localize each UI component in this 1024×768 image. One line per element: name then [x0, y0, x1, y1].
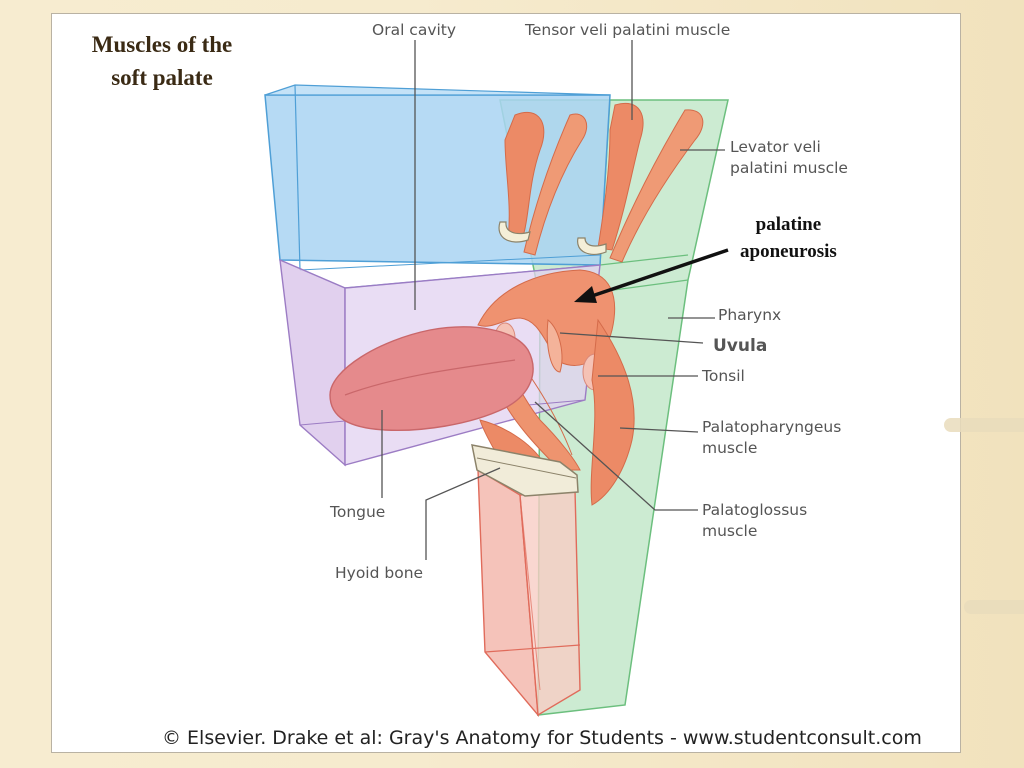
leader-lines [381, 40, 725, 560]
aponeurosis-arrow [574, 286, 597, 303]
label-oral-cavity: Oral cavity [372, 21, 457, 39]
palatopharyngeus-muscle [590, 318, 635, 506]
title-line-1: Muscles of the [91, 32, 233, 57]
uvula [546, 319, 563, 373]
slide-title: Muscles of the soft palate [62, 28, 262, 95]
label-palatopharyngeus-line2: muscle [702, 438, 758, 457]
label-palatopharyngeus: Palatopharyngeus muscle [702, 417, 841, 459]
label-palatopharyngeus-line1: Palatopharyngeus [702, 418, 842, 436]
label-tonsil: Tonsil [702, 367, 745, 385]
label-palatoglossus: Palatoglossus muscle [702, 500, 807, 542]
label-palatine-aponeurosis-line1: palatine [755, 214, 822, 235]
label-tensor-veli: Tensor veli palatini muscle [525, 21, 731, 39]
label-palatine-aponeurosis-line2: aponeurosis [740, 240, 837, 262]
levator-veli-muscle-right [609, 109, 704, 263]
label-uvula: Uvula [713, 336, 768, 356]
label-palatoglossus-line1: Palatoglossus [702, 501, 808, 519]
label-levator-veli-line2: palatini muscle [730, 158, 848, 177]
tongue [329, 326, 534, 432]
levator-veli-muscle-left [523, 113, 588, 256]
decorative-swoosh [964, 600, 1024, 614]
label-tongue: Tongue [330, 503, 386, 521]
label-hyoid-bone: Hyoid bone [335, 564, 424, 582]
tensor-veli-muscle-left [504, 112, 545, 241]
lower-oral-region [279, 258, 346, 467]
label-palatine-aponeurosis: palatine aponeurosis [740, 212, 837, 265]
hyoid-bone [471, 444, 579, 497]
label-levator-veli: Levator veli palatini muscle [730, 137, 848, 179]
tensor-veli-muscle-right [597, 103, 644, 251]
decorative-swoosh [944, 418, 1024, 432]
title-line-2: soft palate [111, 65, 213, 91]
label-levator-veli-line1: Levator veli [730, 138, 821, 156]
copyright-footer: © Elsevier. Drake et al: Gray's Anatomy … [162, 727, 922, 749]
label-pharynx: Pharynx [718, 306, 782, 324]
label-palatoglossus-line2: muscle [702, 521, 758, 540]
